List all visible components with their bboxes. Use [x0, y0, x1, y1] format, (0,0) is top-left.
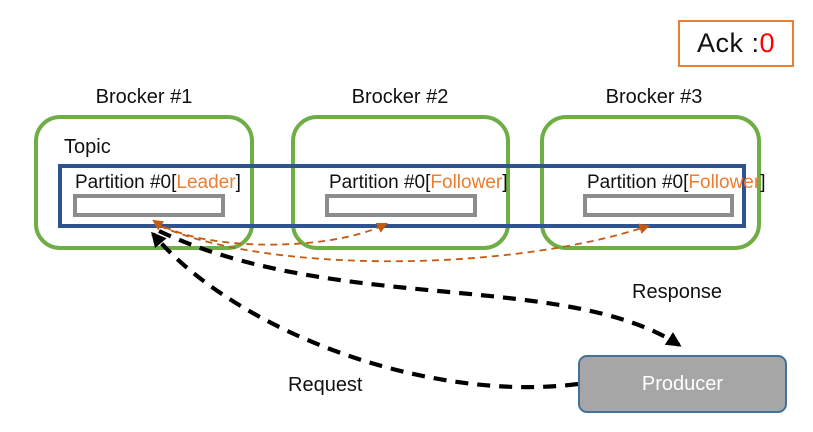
- producer-box: Producer: [578, 355, 787, 413]
- broker-3-title: Brocker #3: [605, 86, 703, 108]
- ack-value: 0: [759, 28, 776, 58]
- ack-badge: Ack : 0: [678, 20, 794, 67]
- bracket-open: [: [425, 172, 431, 193]
- partition-label-broker-3: Partition #0[Follower]: [587, 172, 766, 194]
- bracket-open: [: [683, 172, 689, 193]
- bracket-open: [: [171, 172, 177, 193]
- broker-2-title: Brocker #2: [351, 86, 449, 108]
- broker-1-box: [34, 115, 254, 250]
- partition-name: Partition #0: [329, 172, 426, 193]
- partition-log-box-leader: [73, 194, 225, 217]
- partition-name: Partition #0: [75, 172, 172, 193]
- bracket-close: ]: [235, 172, 241, 193]
- partition-name: Partition #0: [587, 172, 684, 193]
- bracket-close: ]: [760, 172, 766, 193]
- partition-label-broker-1: Partition #0[Leader]: [75, 172, 241, 194]
- partition-log-box-follower-2: [325, 194, 477, 217]
- response-label: Response: [632, 281, 723, 303]
- partition-role-leader: Leader: [176, 172, 236, 193]
- partition-role-follower: Follower: [430, 172, 503, 193]
- bracket-close: ]: [502, 172, 508, 193]
- partition-log-box-follower-3: [583, 194, 734, 217]
- ack-label: Ack :: [696, 28, 760, 58]
- partition-role-follower: Follower: [688, 172, 761, 193]
- request-arrow: [151, 231, 579, 390]
- topic-label: Topic: [64, 136, 111, 158]
- broker-1-title: Brocker #1: [95, 86, 193, 108]
- request-label: Request: [288, 374, 363, 396]
- producer-label: Producer: [641, 372, 724, 395]
- partition-label-broker-2: Partition #0[Follower]: [329, 172, 508, 194]
